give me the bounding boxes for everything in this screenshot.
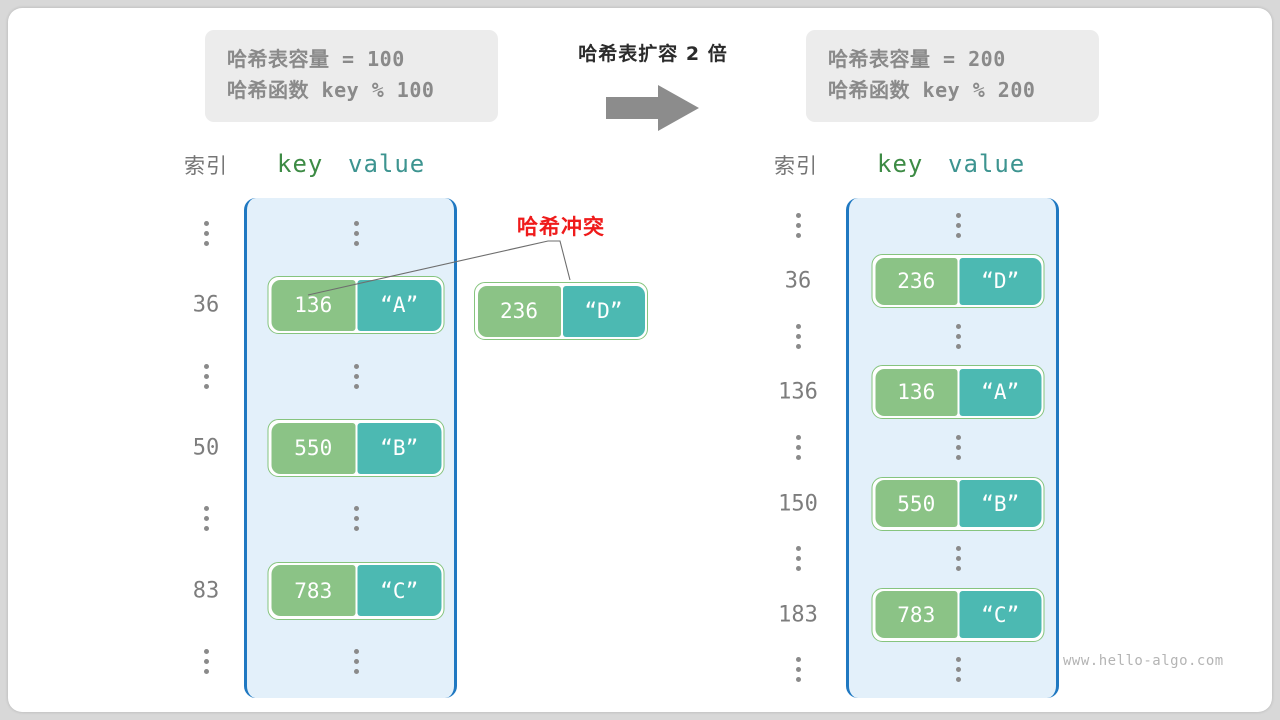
hash-collision-label: 哈希冲突 bbox=[517, 215, 605, 239]
bucket-ellipsis bbox=[954, 546, 962, 572]
bucket-ellipsis bbox=[352, 363, 360, 390]
entry-value: “D” bbox=[562, 285, 645, 337]
bucket-entry: 236“D” bbox=[871, 254, 1045, 309]
bucket-entry: 783“C” bbox=[871, 587, 1045, 642]
left-value-header: value bbox=[348, 150, 426, 178]
index-label: 136 bbox=[778, 379, 818, 405]
bucket-ellipsis bbox=[352, 649, 360, 675]
bucket-entry: 550“B” bbox=[267, 419, 445, 477]
entry-value: “D” bbox=[959, 257, 1041, 305]
index-ellipsis bbox=[794, 435, 802, 461]
index-label: 150 bbox=[778, 491, 818, 517]
index-label: 36 bbox=[192, 292, 220, 318]
right-capacity-line: 哈希表容量 = 200 bbox=[828, 47, 1006, 71]
bucket-ellipsis bbox=[954, 323, 962, 350]
entry-value: “A” bbox=[959, 368, 1041, 416]
entry-key: 136 bbox=[875, 368, 958, 416]
bucket-ellipsis bbox=[954, 212, 962, 239]
diagram-canvas: 哈希表容量 = 100 哈希函数 key % 100 哈希表扩容 2 倍 哈希表… bbox=[8, 8, 1272, 712]
bucket-ellipsis bbox=[352, 506, 360, 532]
index-ellipsis bbox=[794, 212, 802, 239]
index-label: 50 bbox=[192, 435, 220, 461]
index-label: 83 bbox=[192, 578, 220, 604]
right-hash-function-line: 哈希函数 key % 200 bbox=[828, 78, 1036, 102]
entry-value: “C” bbox=[357, 565, 441, 617]
right-value-header: value bbox=[948, 150, 1026, 178]
entry-value: “B” bbox=[357, 422, 441, 474]
left-key-header: key bbox=[277, 150, 324, 178]
entry-key: 783 bbox=[875, 591, 958, 639]
index-ellipsis bbox=[202, 506, 210, 532]
bucket-entry: 783“C” bbox=[267, 561, 445, 620]
index-ellipsis bbox=[794, 323, 802, 350]
entry-key: 783 bbox=[271, 565, 356, 617]
right-hash-config-box: 哈希表容量 = 200 哈希函数 key % 200 bbox=[806, 30, 1099, 122]
entry-key: 550 bbox=[875, 480, 958, 528]
index-ellipsis bbox=[202, 649, 210, 675]
bucket-entry: 136“A” bbox=[267, 276, 445, 335]
index-ellipsis bbox=[202, 220, 210, 247]
entry-value: “A” bbox=[357, 279, 441, 331]
index-ellipsis bbox=[794, 657, 802, 683]
entry-key: 236 bbox=[875, 257, 958, 305]
entry-key: 550 bbox=[271, 422, 356, 474]
right-arrow-icon bbox=[606, 84, 700, 132]
entry-key: 236 bbox=[477, 285, 561, 337]
bucket-entry: 236“D” bbox=[474, 282, 648, 340]
left-hash-function-line: 哈希函数 key % 100 bbox=[227, 78, 435, 102]
index-label: 183 bbox=[778, 602, 818, 628]
bucket-ellipsis bbox=[352, 220, 360, 247]
left-index-header: 索引 bbox=[184, 154, 228, 178]
right-key-header: key bbox=[877, 150, 924, 178]
site-watermark: www.hello-algo.com bbox=[1063, 653, 1224, 669]
index-label: 36 bbox=[784, 268, 812, 294]
right-index-header: 索引 bbox=[774, 154, 818, 178]
entry-value: “B” bbox=[959, 480, 1041, 528]
index-ellipsis bbox=[794, 546, 802, 572]
bucket-entry: 136“A” bbox=[871, 365, 1045, 420]
bucket-ellipsis bbox=[954, 435, 962, 461]
bucket-entry: 550“B” bbox=[871, 476, 1045, 531]
resize-caption: 哈希表扩容 2 倍 bbox=[578, 43, 728, 65]
entry-key: 136 bbox=[271, 279, 356, 331]
left-capacity-line: 哈希表容量 = 100 bbox=[227, 47, 405, 71]
left-hash-config-box: 哈希表容量 = 100 哈希函数 key % 100 bbox=[205, 30, 498, 122]
index-ellipsis bbox=[202, 363, 210, 390]
bucket-ellipsis bbox=[954, 657, 962, 683]
entry-value: “C” bbox=[959, 591, 1041, 639]
